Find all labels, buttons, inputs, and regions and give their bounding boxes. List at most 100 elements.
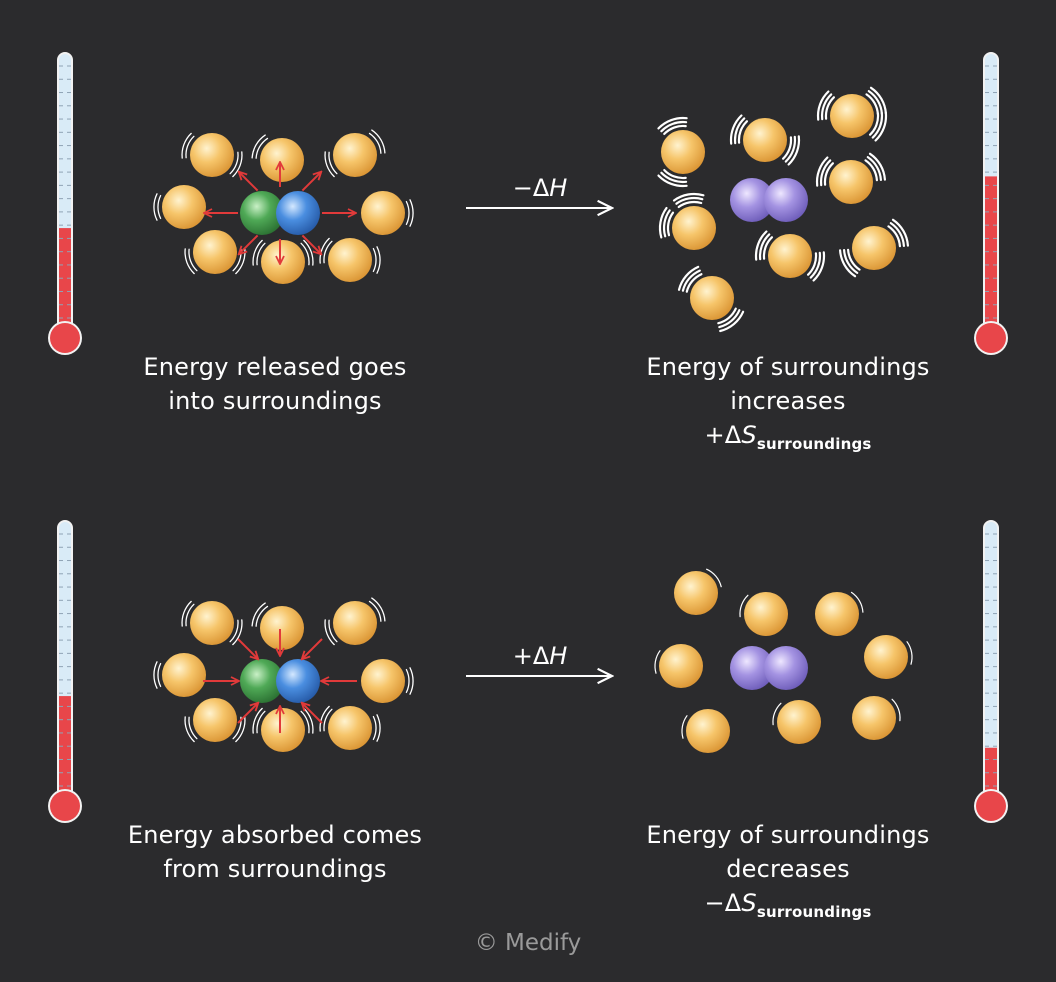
thermometer-bulb — [50, 791, 80, 821]
thermometer-mercury — [985, 176, 997, 334]
surroundings-particle — [328, 706, 372, 750]
motion-line — [850, 591, 864, 613]
entropy-sign: −Δ — [704, 889, 742, 917]
motion-line — [677, 200, 703, 209]
motion-line — [229, 619, 239, 643]
motion-line — [754, 230, 768, 261]
motion-line — [372, 247, 377, 273]
surroundings-particle — [190, 601, 234, 645]
surroundings-particle — [361, 191, 405, 235]
motion-line — [323, 708, 333, 732]
motion-line — [184, 716, 195, 743]
surroundings-particle — [190, 133, 234, 177]
enthalpy-label: −ΔH — [513, 174, 568, 202]
motion-line — [372, 715, 377, 741]
entropy-subscript: surroundings — [756, 903, 872, 921]
thermometer-mercury — [59, 696, 71, 802]
motion-line — [660, 171, 688, 184]
thermometer — [974, 520, 1008, 823]
surroundings-particle-hot — [743, 118, 787, 162]
motion-line — [255, 137, 269, 159]
motion-line — [662, 209, 671, 238]
motion-line — [906, 641, 913, 665]
entropy-change-label: −ΔSsurroundings — [600, 886, 976, 929]
motion-line — [787, 135, 801, 166]
motion-line — [718, 309, 741, 329]
motion-line — [232, 151, 243, 178]
energy-arrow — [302, 703, 323, 724]
motion-line — [887, 225, 901, 248]
energy-arrow — [237, 703, 258, 724]
motion-line — [256, 710, 266, 734]
entropy-change-label: +ΔSsurroundings — [600, 418, 976, 461]
energy-arrow — [239, 234, 259, 253]
motion-line — [252, 707, 263, 734]
motion-line — [681, 715, 688, 739]
surroundings-particle-cool — [777, 700, 821, 744]
caption-line: Energy of surroundings — [646, 353, 930, 381]
motion-line — [409, 199, 414, 227]
motion-line — [809, 251, 822, 279]
motion-line — [729, 114, 743, 145]
thermometer-bulb — [50, 323, 80, 353]
thermometer-glass — [985, 522, 997, 802]
surroundings-particle-hot — [661, 130, 705, 174]
thermometer-mercury — [985, 747, 997, 802]
motion-line — [869, 86, 887, 115]
reactant-atom-a — [240, 191, 284, 235]
motion-line — [733, 117, 746, 145]
motion-line — [376, 246, 381, 274]
caption-line: Energy of surroundings — [646, 821, 930, 849]
motion-line — [251, 602, 266, 627]
motion-line — [255, 605, 269, 627]
motion-line — [371, 597, 386, 622]
motion-line — [737, 120, 748, 144]
energy-arrow — [301, 234, 320, 253]
entropy-symbol: S — [741, 421, 757, 449]
motion-line — [368, 600, 382, 622]
surroundings-particle — [193, 698, 237, 742]
surroundings-particle — [333, 601, 377, 645]
motion-line — [865, 93, 879, 116]
motion-line — [823, 162, 834, 186]
motion-line — [409, 667, 414, 695]
surroundings-particle — [328, 238, 372, 282]
thermometer-bulb — [976, 791, 1006, 821]
surroundings-particle-cool — [686, 709, 730, 753]
motion-line — [843, 249, 859, 274]
product-atom — [764, 178, 808, 222]
surroundings-particle-cool — [744, 592, 788, 636]
motion-line — [681, 269, 701, 292]
motion-line — [719, 310, 745, 333]
energy-arrow — [237, 638, 258, 659]
motion-line — [235, 716, 246, 743]
caption-line: decreases — [726, 855, 850, 883]
motion-line — [706, 568, 722, 588]
motion-line — [376, 714, 381, 742]
product-atom — [730, 178, 774, 222]
motion-line — [815, 156, 829, 187]
motion-line — [663, 124, 687, 135]
surroundings-particle — [162, 185, 206, 229]
surroundings-particle-cool — [852, 696, 896, 740]
motion-line — [181, 600, 192, 627]
motion-line — [824, 96, 835, 120]
motion-line — [153, 661, 158, 689]
surroundings-particle-hot — [830, 94, 874, 138]
motion-line — [303, 239, 314, 266]
motion-line — [807, 252, 818, 276]
thermometer — [974, 52, 1008, 355]
surroundings-particle-cool — [674, 571, 718, 615]
thermometer — [48, 52, 82, 355]
surroundings-particle — [361, 659, 405, 703]
surroundings-particle — [193, 230, 237, 274]
motion-line — [319, 237, 330, 264]
motion-line — [256, 242, 266, 266]
motion-line — [891, 698, 901, 722]
motion-line — [371, 129, 386, 154]
thermometer-bulb — [976, 323, 1006, 353]
motion-line — [660, 120, 688, 133]
reactant-atom-b — [276, 659, 320, 703]
